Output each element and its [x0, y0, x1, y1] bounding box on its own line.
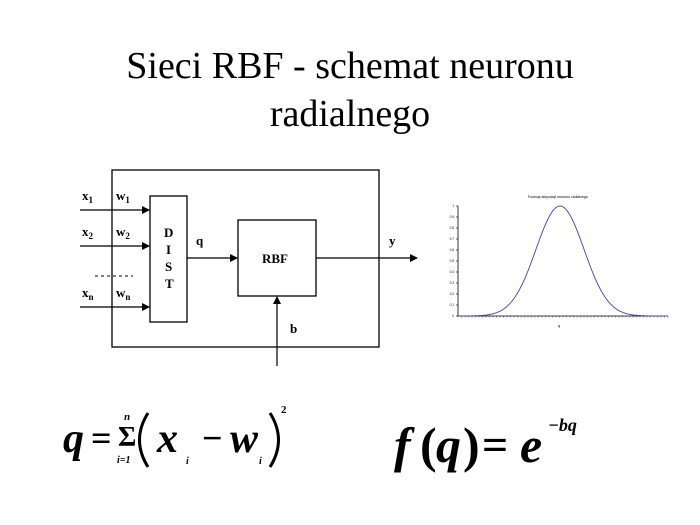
plot-x-label: q: [558, 323, 560, 328]
weight-wn-label: wn: [116, 285, 130, 302]
gaussian-curve: [457, 205, 669, 317]
formula-f-activation: f ( q ) = e −bq: [394, 415, 577, 473]
formula-q-var: q: [63, 416, 84, 462]
plot-y-tick-label: 0.6: [450, 248, 455, 252]
formula-q-x: x: [156, 416, 178, 462]
plot-y-ticks: 1 0.9 0.8 0.7 0.6 0.5 0.4 0.3 0.2 0.1 0: [450, 204, 458, 318]
rbf-block-label: RBF: [262, 251, 288, 266]
plot-y-tick-label: 0.5: [450, 259, 455, 263]
formula-q-sum-lower: i=1: [117, 455, 130, 466]
formula-f-left-paren: (: [420, 417, 437, 473]
plot-y-tick-label: 0.3: [450, 281, 455, 285]
plot-y-tick-label: 0.9: [450, 215, 455, 219]
formula-q-exponent: 2: [281, 404, 287, 416]
weight-w2-label: w2: [116, 224, 130, 241]
formula-q-minus: −: [202, 418, 223, 458]
formula-q-sum-upper: n: [124, 411, 130, 423]
dist-letter-d: D: [164, 225, 173, 240]
formula-f-q: q: [436, 417, 461, 473]
formula-q-left-paren: [138, 412, 150, 468]
formula-q-right-paren: [268, 412, 280, 468]
plot-y-tick-label: 1: [452, 204, 454, 208]
plot-y-tick-label: 0.1: [450, 303, 455, 307]
formula-f-e: e: [520, 417, 542, 473]
b-bias-label: b: [290, 321, 297, 336]
plot-x-ticks: [457, 316, 669, 318]
input-x2-label: x2: [82, 224, 94, 241]
formula-q-sum-sign: Σ: [118, 422, 136, 453]
plot-y-tick-label: 0.4: [450, 270, 455, 274]
plot-title: Funkcja aktywacji neuronu radialnego: [528, 195, 588, 199]
q-signal-label: q: [196, 233, 204, 248]
formula-q-distance: q = Σ n i=1 x i − w i 2: [63, 404, 287, 468]
input-xn-label: xn: [82, 285, 94, 302]
y-output-label: y: [389, 233, 396, 248]
plot-y-tick-label: 0.2: [450, 292, 455, 296]
plot-y-tick-label: 0.8: [450, 226, 455, 230]
plot-y-tick-label: 0.7: [450, 237, 455, 241]
slide-title-line-1: Sieci RBF - schemat neuronu: [126, 45, 574, 87]
dist-block: [149, 195, 188, 323]
dist-letter-i: I: [166, 242, 171, 257]
formula-f-right-paren: ): [463, 417, 480, 473]
formula-q-w-subscript: i: [259, 456, 262, 467]
slide-title-line-2: radialnego: [269, 93, 431, 135]
formula-q-equals: =: [91, 418, 112, 458]
rbf-block: [237, 219, 317, 297]
plot-y-tick-label: 0: [452, 314, 454, 318]
input-x1-label: x1: [82, 188, 94, 205]
dist-letter-s: S: [165, 259, 172, 274]
formula-f-equals: =: [482, 419, 508, 470]
gaussian-activation-plot: Funkcja aktywacji neuronu radialnego 1 0.…: [450, 195, 669, 328]
formula-f-exponent: −bq: [548, 415, 577, 435]
formula-q-w: w: [230, 416, 259, 462]
neuron-diagram: x1 w1 x2 w2 xn wn D I S T q RBF y b: [80, 169, 418, 366]
formula-q-x-subscript: i: [186, 456, 189, 467]
formula-f-var: f: [394, 417, 415, 473]
weight-w1-label: w1: [116, 188, 130, 205]
dist-letter-t: T: [165, 276, 174, 291]
